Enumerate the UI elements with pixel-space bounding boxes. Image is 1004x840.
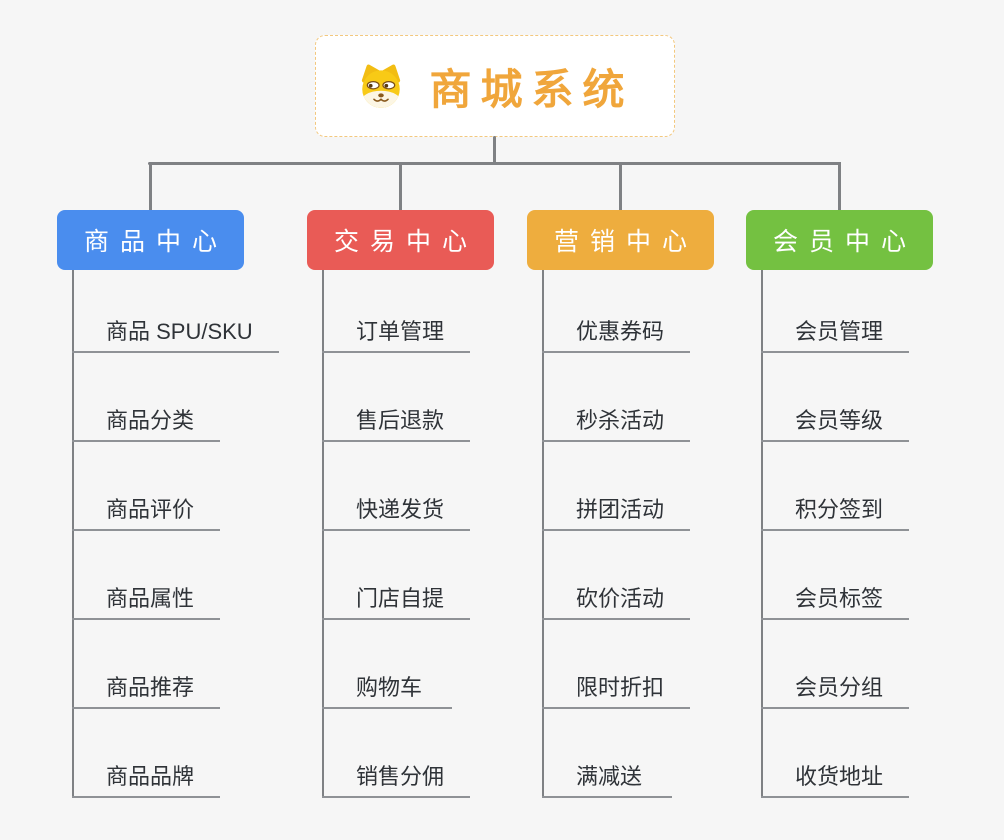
connector-branch-stub xyxy=(149,162,152,210)
leaf-label: 销售分佣 xyxy=(356,764,445,789)
branch-label: 交易中心 xyxy=(333,228,478,256)
leaf-label: 会员等级 xyxy=(795,408,884,433)
leaf-node[interactable]: 商品推荐 xyxy=(72,620,221,709)
leaf-label: 商品属性 xyxy=(106,586,195,611)
leaf-label: 积分签到 xyxy=(795,497,884,522)
branch-group-members: 会员中心 会员管理 会员等级 积分签到 会员标签 会员分组 收货地址 xyxy=(746,162,996,840)
leaf-node[interactable]: 商品评价 xyxy=(72,442,221,531)
leaf-node[interactable]: 售后退款 xyxy=(322,353,471,442)
branch-group-trade: 交易中心 订单管理 售后退款 快递发货 门店自提 购物车 销售分佣 xyxy=(307,162,557,840)
leaf-label: 快递发货 xyxy=(356,497,445,522)
leaf-label: 拼团活动 xyxy=(576,497,665,522)
connector-branch-stub xyxy=(399,162,402,210)
dog-icon xyxy=(356,63,406,109)
leaf-node[interactable]: 商品 SPU/SKU xyxy=(72,264,279,353)
leaf-label: 秒杀活动 xyxy=(576,408,665,433)
leaf-node[interactable]: 商品品牌 xyxy=(72,709,221,798)
leaf-node[interactable]: 优惠券码 xyxy=(542,264,691,353)
branch-node-members[interactable]: 会员中心 xyxy=(746,210,933,270)
leaf-node[interactable]: 会员管理 xyxy=(761,264,910,353)
connector-spine xyxy=(72,270,74,798)
leaf-node[interactable]: 购物车 xyxy=(322,620,452,709)
leaf-label: 商品分类 xyxy=(106,408,195,433)
leaf-node[interactable]: 商品属性 xyxy=(72,531,221,620)
leaf-label: 商品评价 xyxy=(106,497,195,522)
branch-group-products: 商品中心 商品 SPU/SKU 商品分类 商品评价 商品属性 商品推荐 商品品牌 xyxy=(57,162,307,840)
leaf-label: 门店自提 xyxy=(356,586,445,611)
leaf-node[interactable]: 销售分佣 xyxy=(322,709,471,798)
leaf-node[interactable]: 拼团活动 xyxy=(542,442,691,531)
connector-branch-stub xyxy=(838,162,841,210)
leaf-node[interactable]: 商品分类 xyxy=(72,353,221,442)
leaf-node[interactable]: 快递发货 xyxy=(322,442,471,531)
leaf-node[interactable]: 积分签到 xyxy=(761,442,910,531)
root-title: 商城系统 xyxy=(429,65,634,113)
leaf-node[interactable]: 砍价活动 xyxy=(542,531,691,620)
leaf-label: 订单管理 xyxy=(356,319,445,344)
connector-root-stub xyxy=(493,136,496,164)
leaf-label: 会员分组 xyxy=(795,675,884,700)
leaf-node[interactable]: 收货地址 xyxy=(761,709,910,798)
leaf-label: 售后退款 xyxy=(356,408,445,433)
leaf-node[interactable]: 会员分组 xyxy=(761,620,910,709)
connector-spine xyxy=(322,270,324,798)
connector-horizontal xyxy=(148,162,840,165)
leaf-label: 砍价活动 xyxy=(576,586,665,611)
leaf-label: 限时折扣 xyxy=(576,675,665,700)
leaf-label: 会员标签 xyxy=(795,586,884,611)
branch-node-products[interactable]: 商品中心 xyxy=(57,210,244,270)
connector-branch-stub xyxy=(619,162,622,210)
branch-label: 会员中心 xyxy=(772,228,917,256)
connector-spine xyxy=(761,270,763,798)
leaf-node[interactable]: 订单管理 xyxy=(322,264,471,353)
branch-group-marketing: 营销中心 优惠券码 秒杀活动 拼团活动 砍价活动 限时折扣 满减送 xyxy=(527,162,777,840)
leaf-column: 商品 SPU/SKU 商品分类 商品评价 商品属性 商品推荐 商品品牌 xyxy=(72,264,279,798)
branch-label: 营销中心 xyxy=(553,228,698,256)
leaf-label: 会员管理 xyxy=(795,319,884,344)
root-node[interactable]: 商城系统 xyxy=(315,35,675,137)
branch-node-trade[interactable]: 交易中心 xyxy=(307,210,494,270)
leaf-column: 订单管理 售后退款 快递发货 门店自提 购物车 销售分佣 xyxy=(322,264,471,798)
branch-node-marketing[interactable]: 营销中心 xyxy=(527,210,714,270)
leaf-column: 会员管理 会员等级 积分签到 会员标签 会员分组 收货地址 xyxy=(761,264,910,798)
leaf-node[interactable]: 会员标签 xyxy=(761,531,910,620)
leaf-node[interactable]: 满减送 xyxy=(542,709,672,798)
leaf-node[interactable]: 会员等级 xyxy=(761,353,910,442)
branch-label: 商品中心 xyxy=(83,228,228,256)
leaf-column: 优惠券码 秒杀活动 拼团活动 砍价活动 限时折扣 满减送 xyxy=(542,264,691,798)
connector-spine xyxy=(542,270,544,798)
leaf-label: 购物车 xyxy=(356,675,423,700)
leaf-label: 满减送 xyxy=(576,764,643,789)
leaf-node[interactable]: 秒杀活动 xyxy=(542,353,691,442)
leaf-label: 商品推荐 xyxy=(106,675,195,700)
leaf-node[interactable]: 限时折扣 xyxy=(542,620,691,709)
leaf-node[interactable]: 门店自提 xyxy=(322,531,471,620)
leaf-label: 商品品牌 xyxy=(106,764,195,789)
leaf-label: 优惠券码 xyxy=(576,319,665,344)
leaf-label: 商品 SPU/SKU xyxy=(106,319,253,344)
leaf-label: 收货地址 xyxy=(795,764,884,789)
